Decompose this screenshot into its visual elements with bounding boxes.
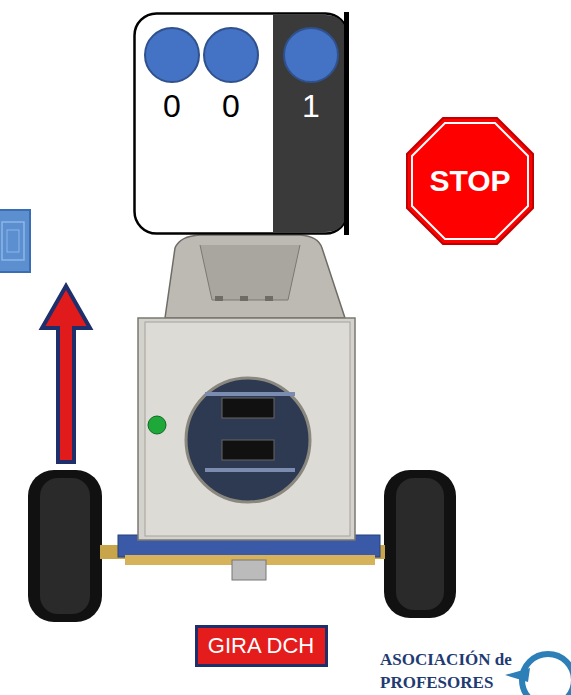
pcb-window (186, 378, 310, 502)
robot-cover (165, 235, 345, 318)
sensor-led (284, 28, 338, 82)
sensor-led (145, 28, 199, 82)
action-text: GIRA DCH (208, 628, 314, 664)
sensor-value: 0 (211, 88, 251, 125)
stop-text: STOP (429, 164, 510, 198)
left-wheel (28, 470, 102, 622)
sensor-led (204, 28, 258, 82)
green-led (148, 416, 166, 434)
sensor-panel: 00 1 (133, 12, 349, 235)
sensor-value: 1 (291, 88, 331, 125)
sensor-value: 0 (152, 88, 192, 125)
forward-arrow (42, 286, 90, 462)
right-wheel (384, 470, 456, 618)
logo-text: ASOCIACIÓN de (380, 650, 512, 670)
logo-gear (522, 654, 571, 695)
blue-marker (0, 210, 30, 272)
stop-sign: STOP (405, 116, 535, 246)
logo-text: PROFESORES (380, 673, 493, 693)
robot-body (138, 318, 355, 540)
action-box: GIRA DCH (195, 625, 328, 667)
